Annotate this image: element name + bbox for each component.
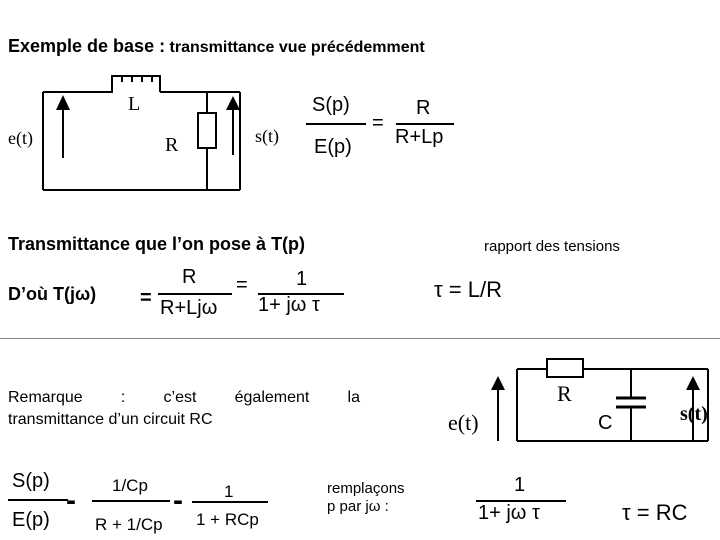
remarque-word: également: [234, 389, 310, 406]
remplacons-line2: p par jω :: [327, 498, 389, 515]
beq-f2-den: 1 + RCp: [196, 510, 259, 529]
doou-eq1: =: [140, 287, 152, 309]
tau-RC-equation: τ = RC: [622, 500, 688, 525]
eq1-rhs-den: R+Lp: [395, 126, 444, 148]
remplacons-line1: remplaçons: [327, 480, 405, 497]
e-arrow-head: [56, 95, 70, 110]
circuit2-label-s: s(t): [680, 403, 708, 425]
doou-f1-num: R: [182, 266, 197, 288]
remarque-line1: Remarque : c’est également la: [8, 389, 360, 407]
beq-lhs-bar: [8, 499, 68, 501]
doou-eq2: =: [236, 274, 248, 296]
doou-f1-den: R+Ljω: [160, 297, 218, 319]
beq-f1-den: R + 1/Cp: [95, 515, 163, 534]
circuit2-label-C: C: [598, 412, 613, 434]
beq-lhs-num: S(p): [12, 470, 50, 492]
doou-f2-num: 1: [296, 268, 308, 290]
doou-f1-bar: [158, 293, 232, 295]
eq1-rhs-bar: [396, 123, 454, 125]
beq-f2-num: 1: [224, 482, 234, 501]
beq-f2-bar: [192, 501, 268, 503]
result-num: 1: [514, 474, 526, 496]
result-bar: [476, 500, 566, 502]
title-rest: transmittance vue précédemment: [165, 39, 425, 56]
beq-sep1: -: [66, 484, 76, 517]
circuit2-label-e: e(t): [448, 410, 479, 435]
beq-f1-bar: [92, 500, 170, 502]
e2-arrow-head: [491, 376, 505, 390]
s-arrow-head: [226, 96, 240, 110]
eq1-rhs-num: R: [416, 97, 431, 119]
eq1-equals: =: [372, 112, 384, 134]
remarque-word: la: [347, 389, 360, 406]
s2-arrow-head: [686, 376, 700, 390]
remarque-word: c’est: [163, 389, 197, 406]
eq1-lhs-num: S(p): [312, 94, 350, 116]
beq-lhs-den: E(p): [12, 509, 50, 531]
tau-L-equation: τ = L/R: [434, 277, 502, 302]
circuit2-label-R: R: [557, 381, 572, 406]
beq-sep2: -: [173, 484, 183, 517]
circuit1-label-s: s(t): [255, 126, 279, 146]
transmittance-line: Transmittance que l’on pose à T(p): [8, 234, 306, 254]
rapport-text: rapport des tensions: [484, 238, 620, 255]
result-den: 1+ jω τ: [478, 502, 540, 524]
circuit1-label-e: e(t): [8, 128, 33, 148]
eq1-lhs-den: E(p): [314, 136, 352, 158]
remarque-line2: transmittance d’un circuit RC: [8, 411, 213, 428]
doou-prefix: D’où T(jω): [8, 284, 97, 304]
doou-f2-den: 1+ jω τ: [258, 294, 320, 316]
circuit1-label-R: R: [165, 134, 179, 156]
beq-f1-num: 1/Cp: [112, 476, 148, 495]
remarque-word: Remarque: [8, 389, 83, 406]
circuit1-label-L: L: [128, 93, 141, 115]
eq1-lhs-bar: [306, 123, 366, 125]
doou-f2-bar: [258, 293, 344, 295]
section-divider: [0, 338, 720, 339]
title-main: Exemple de base :: [8, 36, 166, 56]
remarque-word: :: [120, 389, 126, 406]
page-title: Exemple de base : transmittance vue préc…: [8, 36, 425, 57]
